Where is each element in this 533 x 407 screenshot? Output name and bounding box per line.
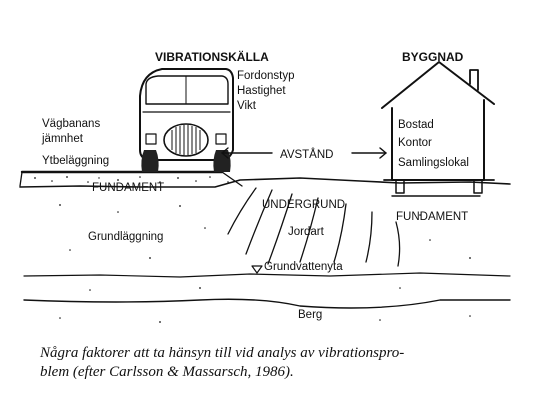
vibration-diagram: VIBRATIONSKÄLLA Fordonstyp Hastighet Vik… <box>19 49 511 323</box>
building-foundation-label: FUNDAMENT <box>396 211 468 223</box>
distance-label: AVSTÅND <box>280 148 333 161</box>
distance-arrow <box>221 147 387 159</box>
subsoil-label: UNDERGRUND <box>262 199 345 211</box>
soil-type-label: Jordart <box>288 226 325 238</box>
ground-foundation-label: Grundläggning <box>88 231 163 243</box>
building-title: BYGGNAD <box>402 50 464 64</box>
bedrock-label: Berg <box>298 309 322 321</box>
groundwater-line <box>23 272 511 278</box>
road-prop-evenness-2: jämnhet <box>41 133 84 145</box>
source-title: VIBRATIONSKÄLLA <box>155 49 269 64</box>
soil-texture <box>59 204 471 323</box>
caption-line-2: blem (efter Carlsson & Massarsch, 1986). <box>40 364 294 380</box>
building-use-residence: Bostad <box>398 119 434 131</box>
truck-icon <box>139 68 234 172</box>
building-use-assembly: Samlingslokal <box>398 157 469 169</box>
road-prop-evenness-1: Vägbanans <box>42 118 100 130</box>
building-use-office: Kontor <box>398 137 432 149</box>
groundwater-label: Grundvattenyta <box>264 261 343 273</box>
road-embankment <box>19 171 243 187</box>
road-foundation-label: FUNDAMENT <box>92 182 164 194</box>
house-icon <box>381 61 495 194</box>
road-gravel-dots <box>34 176 229 183</box>
ground-surface <box>19 177 511 188</box>
bedrock-line <box>23 298 511 309</box>
figure-caption: Några faktorer att ta hänsyn till vid an… <box>40 344 510 382</box>
vibration-waves <box>227 187 401 267</box>
source-prop-vehicle-type: Fordonstyp <box>237 70 295 82</box>
road-prop-surfacing: Ytbeläggning <box>42 155 109 167</box>
source-prop-weight: Vikt <box>237 100 257 112</box>
caption-line-1: Några faktorer att ta hänsyn till vid an… <box>40 345 405 361</box>
groundwater-marker-icon <box>251 265 263 274</box>
source-prop-speed: Hastighet <box>237 85 286 97</box>
